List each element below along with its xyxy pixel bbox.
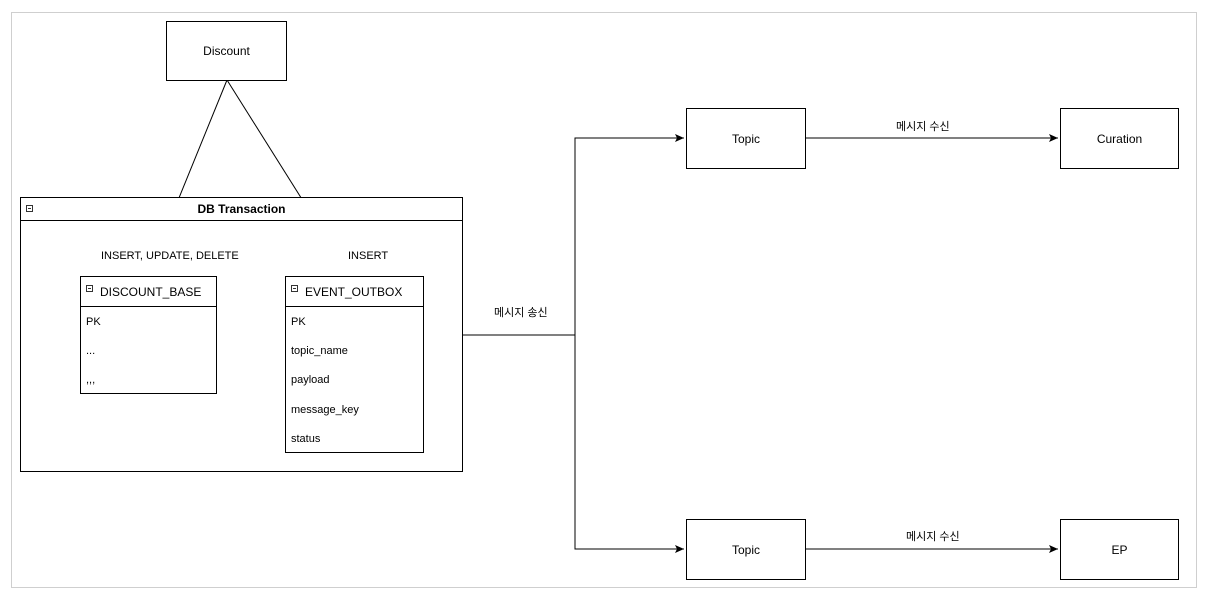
collapse-icon[interactable]: [291, 285, 298, 292]
table-name: DISCOUNT_BASE: [100, 284, 202, 299]
edge-transaction-to-topic-top: [462, 134, 684, 336]
edge-label-receive-bottom: 메시지 수신: [906, 531, 960, 543]
discount-node[interactable]: Discount: [166, 21, 287, 81]
topic-node-top[interactable]: Topic: [686, 108, 806, 169]
table-event-outbox-header: EVENT_OUTBOX: [286, 277, 423, 307]
table-field: payload: [291, 374, 330, 386]
edge-label-send: 메시지 송신: [494, 307, 548, 319]
curation-label: Curation: [1096, 131, 1143, 146]
table-discount-base[interactable]: DISCOUNT_BASE PK ... ,,,: [80, 276, 217, 394]
db-transaction-header: DB Transaction: [21, 198, 462, 221]
ep-node[interactable]: EP: [1060, 519, 1179, 580]
table-field: ...: [86, 345, 96, 357]
collapse-icon[interactable]: [26, 205, 33, 212]
table-discount-base-header: DISCOUNT_BASE: [81, 277, 216, 307]
edge-label-receive-top: 메시지 수신: [896, 121, 950, 133]
diagram-frame: [11, 12, 1197, 588]
table-field: PK: [86, 316, 101, 328]
topic-label: Topic: [731, 542, 760, 557]
table-field: status: [291, 433, 321, 445]
discount-label: Discount: [203, 44, 250, 58]
table-name: EVENT_OUTBOX: [305, 284, 403, 299]
db-transaction-title: DB Transaction: [197, 202, 286, 216]
edge-label-insert-update-delete: INSERT, UPDATE, DELETE: [101, 250, 239, 262]
curation-node[interactable]: Curation: [1060, 108, 1179, 169]
table-event-outbox[interactable]: EVENT_OUTBOX PK topic_name payload messa…: [285, 276, 424, 453]
topic-node-bottom[interactable]: Topic: [686, 519, 806, 580]
edge-label-insert: INSERT: [348, 250, 389, 262]
table-field: PK: [291, 316, 306, 328]
edge-transaction-to-topic-bottom: [574, 335, 684, 553]
table-field: message_key: [291, 404, 359, 416]
ep-label: EP: [1111, 542, 1128, 557]
collapse-icon[interactable]: [86, 285, 93, 292]
topic-label: Topic: [731, 131, 760, 146]
table-field: topic_name: [291, 345, 348, 357]
table-field: ,,,: [86, 374, 96, 386]
